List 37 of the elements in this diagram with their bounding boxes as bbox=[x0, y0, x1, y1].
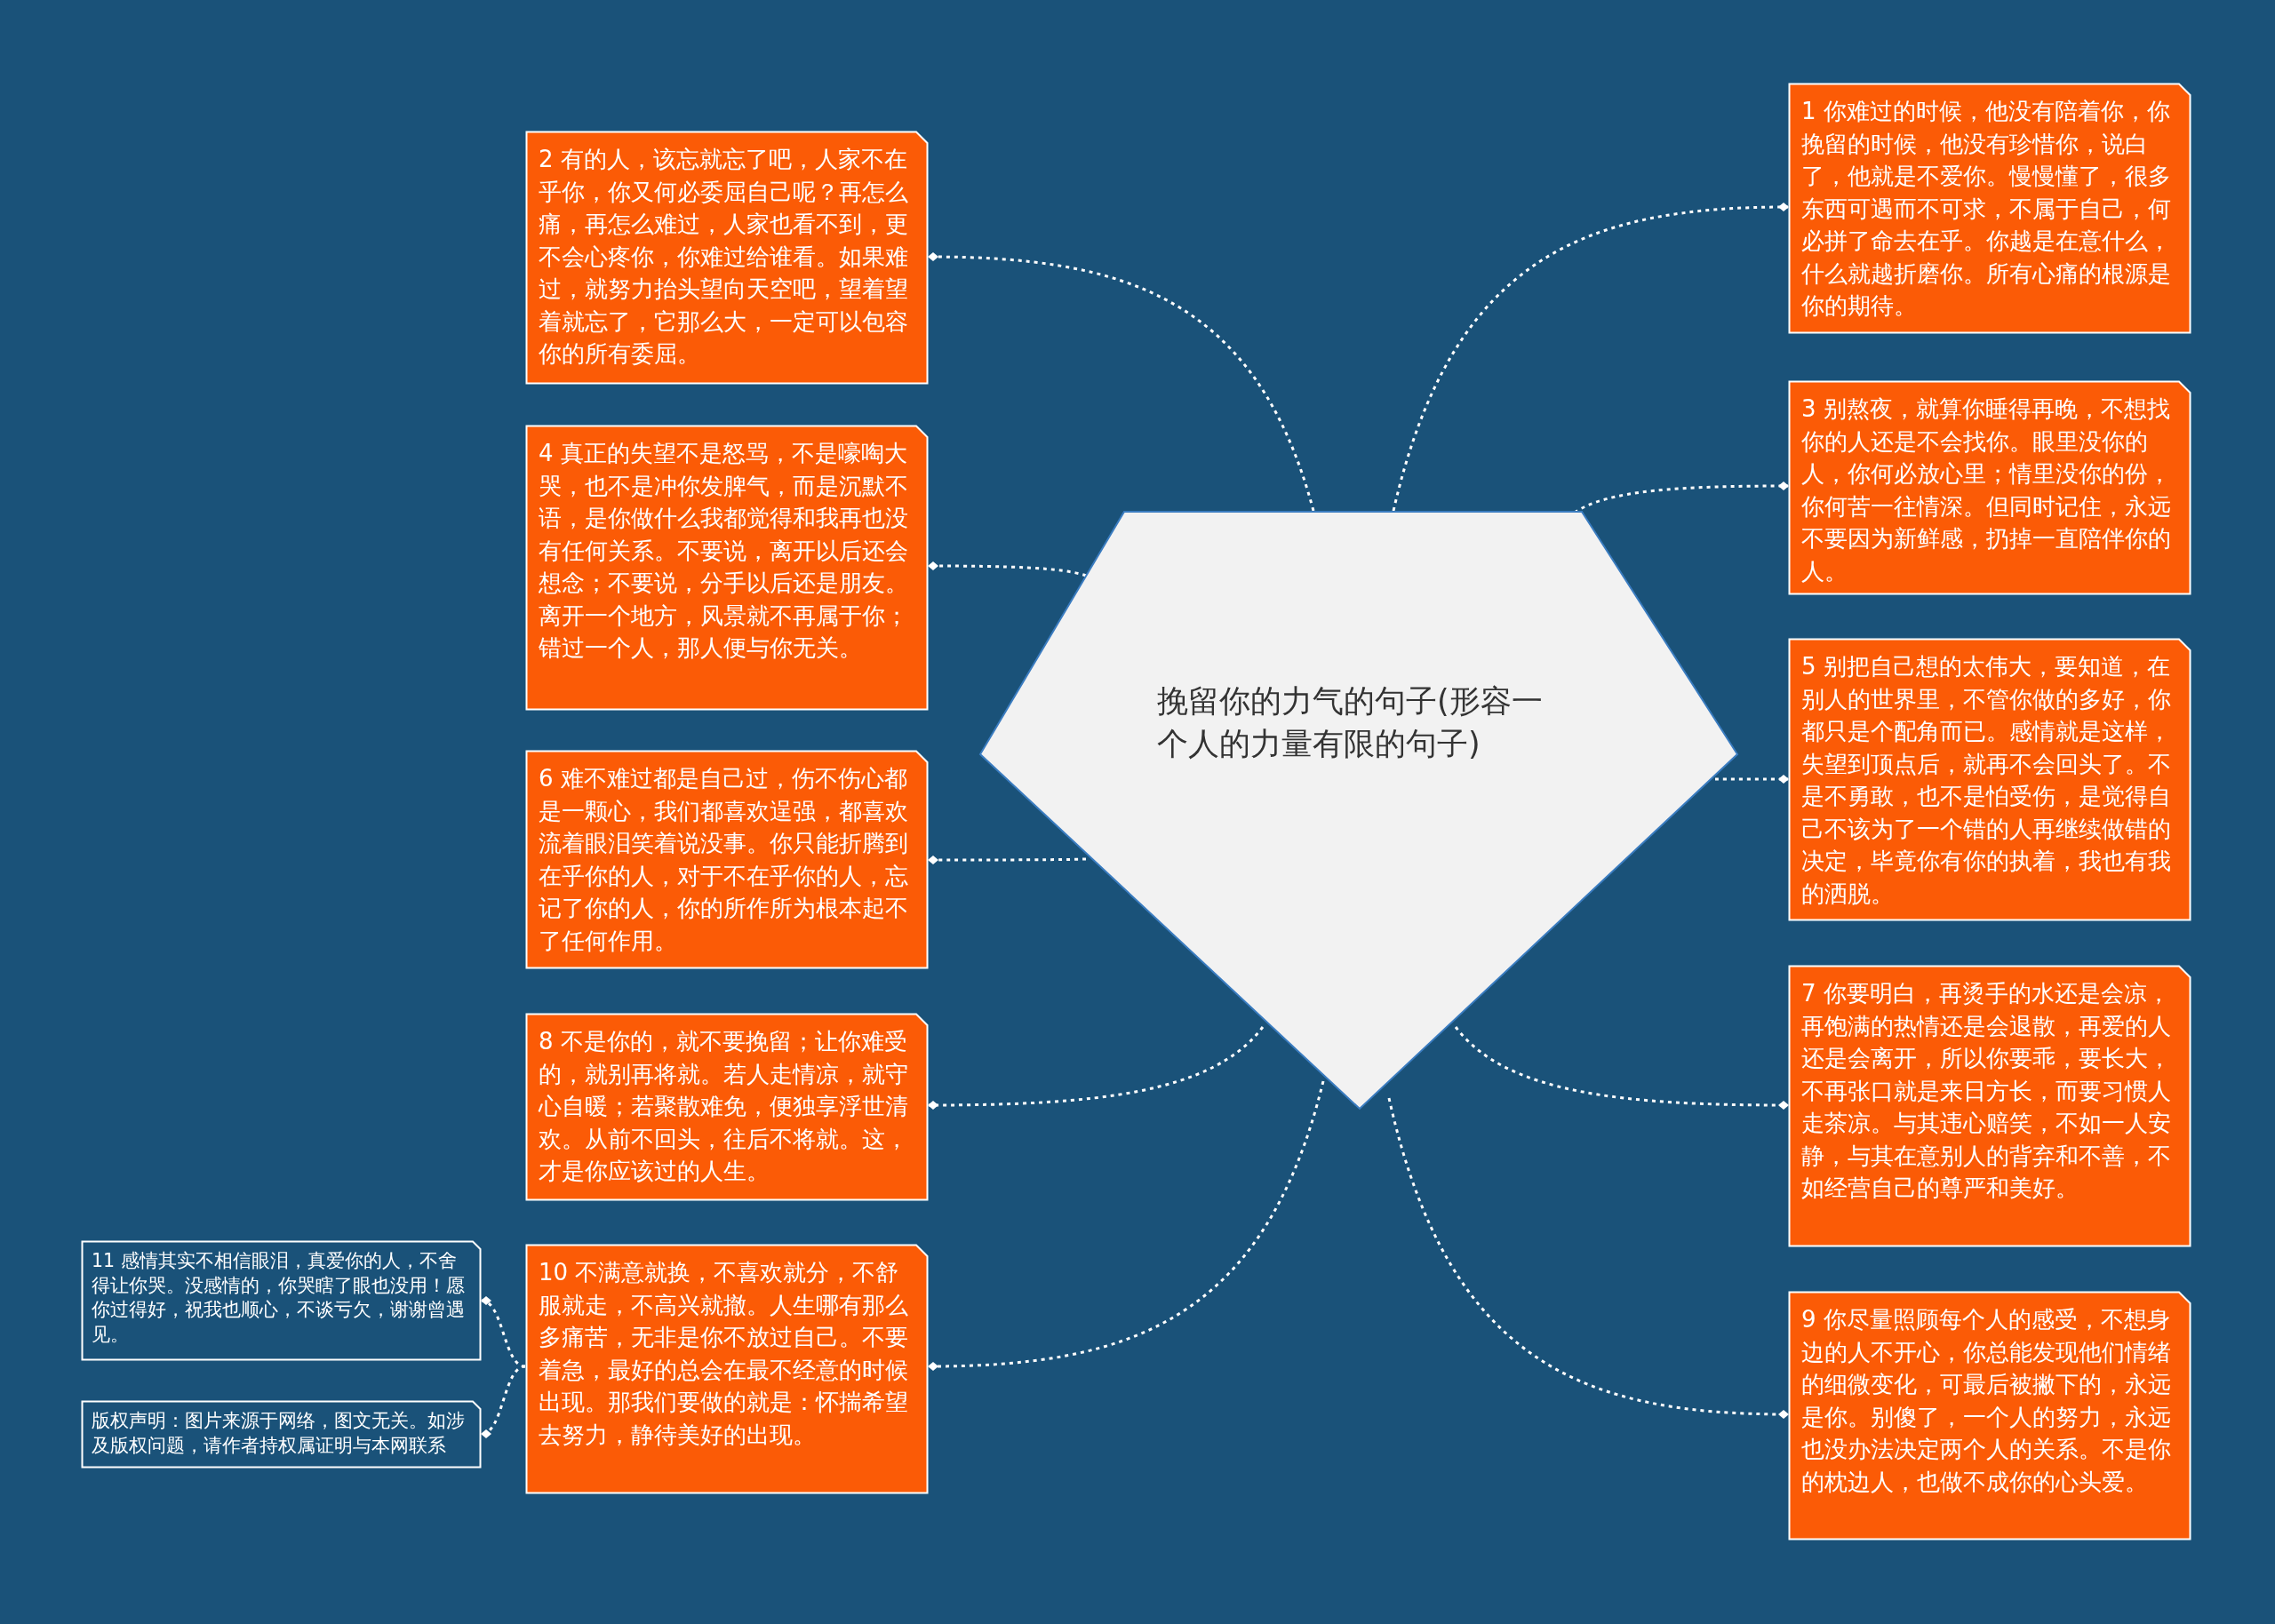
quote-box bbox=[525, 750, 929, 969]
quote-box bbox=[1788, 83, 2191, 334]
quote-text: 6 难不难过都是自己过，伤不伤心都是一颗心，我们都喜欢逞强，都喜欢流着眼泪笑着说没事。你只能折腾到在乎你的人，对于不在乎你的人，忘记了你的人，你的所作所为根本起不了任何作用。 bbox=[539, 764, 909, 956]
quote-box bbox=[525, 131, 929, 385]
connector bbox=[1715, 775, 1789, 784]
quote-text: 4 真正的失望不是怒骂，不是嚎啕大哭，也不是冲你发脾气，而是沉默不语，是你做什么我都觉得和我再也没有任何关系。不要说，离开以后还会想念；不要说，分手以后还是朋友。离开一个地方，风景就不再属于你；错过一个人，那人便与你无关。 bbox=[539, 439, 909, 663]
quote-box bbox=[1788, 1291, 2191, 1540]
quote-box bbox=[1788, 380, 2191, 595]
connector bbox=[1454, 1026, 1789, 1110]
quote-box bbox=[525, 1244, 929, 1494]
connector bbox=[481, 1365, 526, 1437]
connector bbox=[928, 561, 1087, 577]
connector bbox=[928, 1026, 1265, 1110]
connector bbox=[1392, 203, 1789, 512]
note-box bbox=[81, 1240, 482, 1361]
quote-text: 10 不满意就换，不喜欢就分，不舒服就走，不高兴就撤。人生哪有那么多痛苦，无非是你不放过自己。不要着急，最好的总会在最不经意的时候出现。那我们要做的就是：怀揣希望去努力，静待美好的出现。 bbox=[539, 1258, 909, 1450]
quote-box bbox=[525, 1013, 929, 1201]
connector bbox=[481, 1297, 526, 1368]
quote-text: 9 你尽量照顾每个人的感受，不想身边的人不开心，你总能发现他们情绪的细微变化，可最后被撇下的，永远是你。别傻了，一个人的努力，永远也没办法决定两个人的关系。不是你的枕边人，也做不成你的心头爱。 bbox=[1801, 1305, 2172, 1497]
connector bbox=[928, 856, 1087, 864]
quote-text: 8 不是你的，就不要挽留；让你难受的，就别再将就。若人走情凉，就守心自暖；若聚散难免，便独享浮世清欢。从前不回头，往后不将就。这，才是你应该过的人生。 bbox=[539, 1027, 909, 1186]
quote-box bbox=[525, 425, 929, 711]
quote-text: 1 你难过的时候，他没有陪着你，你挽留的时候，他没有珍惜你，说白了，他就是不爱你。慢慢懂了，很多东西可遇而不可求，不属于自己，何必拼了命去在乎。你越是在意什么，什么就越折磨你。所有心痛的根源是你的期待。 bbox=[1801, 97, 2172, 321]
quote-box bbox=[1788, 965, 2191, 1247]
quote-text: 5 别把自己想的太伟大，要知道，在别人的世界里，不管你做的多好，你都只是个配角而已。感情就是这样，失望到顶点后，就再不会回头了。不是不勇敢，也不是怕受伤，是觉得自己不该为了一个错的人再继续做错的决定，毕竟你有你的执着，我也有我的洒脱。 bbox=[1801, 652, 2172, 909]
quote-text: 7 你要明白，再烫手的水还是会凉，再饱满的热情还是会退散，再爱的人还是会离开，所以你要乖，要长大，不再张口就是来日方长，而要习惯人走茶凉。与其违心赔笑，不如一人安静，与其在意别人的背弃和不善，不如经营自己的尊严和美好。 bbox=[1801, 979, 2172, 1203]
quote-text: 3 别熬夜，就算你睡得再晚，不想找你的人还是不会找你。眼里没你的人，你何必放心里；情里没你的份，你何苦一往情深。但同时记住，永远不要因为新鲜感，扔掉一直陪伴你的人。 bbox=[1801, 394, 2172, 586]
quote-text: 2 有的人，该忘就忘了吧，人家不在乎你，你又何必委屈自己呢？再怎么痛，再怎么难过，人家也看不到，更不会心疼你，你难过给谁看。如果难过，就努力抬头望向天空吧，望着望着就忘了，它那么大，一定可以包容你的所有委屈。 bbox=[539, 145, 909, 369]
center-title: 挽留你的力气的句子(形容一个人的力量有限的句子) bbox=[1157, 682, 1544, 763]
connector bbox=[928, 1080, 1325, 1371]
pentagon-node bbox=[979, 511, 1738, 1110]
note-box bbox=[81, 1400, 482, 1469]
note-text: 11 感情其实不相信眼泪，真爱你的人，不舍得让你哭。没感情的，你哭瞎了眼也没用！愿你过得好，祝我也顺心，不谈亏欠，谢谢曾遇见。 bbox=[92, 1249, 466, 1347]
connector bbox=[928, 252, 1315, 512]
quote-box bbox=[1788, 638, 2191, 921]
note-text: 版权声明：图片来源于网络，图文无关。如涉及版权问题，请作者持权属证明与本网联系 bbox=[92, 1409, 466, 1458]
connector bbox=[1387, 1097, 1789, 1419]
